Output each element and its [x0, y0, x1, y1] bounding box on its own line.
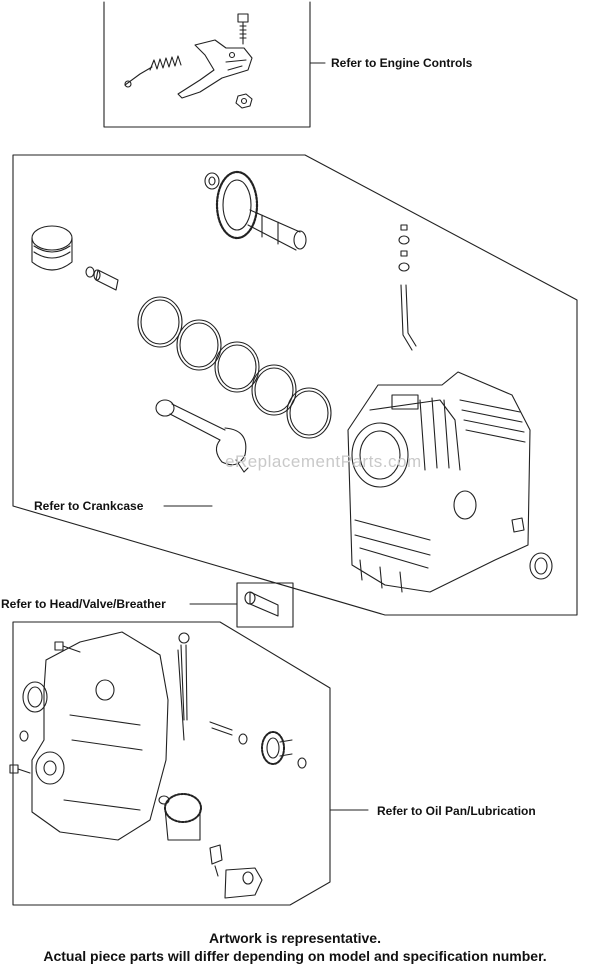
pin-clip-part	[85, 266, 95, 278]
governor-gear-part	[158, 793, 202, 841]
crankcase-group[interactable]	[12, 154, 578, 616]
head-valve-breather-frame	[236, 582, 294, 628]
engine-controls-group[interactable]	[103, 1, 326, 128]
governor-lever-part	[177, 39, 253, 99]
oil-seal-part	[22, 681, 48, 713]
connecting-rod-part	[155, 399, 249, 473]
dipstick-part	[177, 632, 190, 741]
dowel-part	[19, 730, 29, 742]
piston-rings-part	[137, 296, 332, 439]
head-valve-breather-group[interactable]	[189, 582, 294, 628]
callout-crankcase[interactable]: Refer to Crankcase	[34, 499, 144, 513]
bolt-part	[237, 13, 249, 45]
oil-pickup-part	[209, 844, 263, 899]
dipstick-tube-part	[398, 224, 417, 351]
oil-pump-gear-part	[261, 731, 293, 765]
oil-pan-frame	[12, 621, 331, 906]
governor-spring-part	[124, 55, 182, 88]
crankcase-block-part	[347, 371, 531, 593]
camshaft-part	[215, 170, 307, 251]
shaft-part	[209, 721, 233, 736]
piston-part	[31, 225, 73, 271]
oil-seal-part	[529, 552, 553, 580]
bolt-part	[54, 641, 81, 653]
washer-part	[204, 172, 220, 190]
breather-part	[244, 591, 279, 617]
oil-pan-group[interactable]	[9, 621, 369, 906]
bolt-part	[9, 764, 31, 774]
oil-pan-cover-part	[31, 631, 169, 841]
watermark-text: eReplacementParts.com	[225, 452, 422, 471]
crankcase-frame	[12, 154, 578, 616]
callout-head-valve-breather[interactable]: Refer to Head/Valve/Breather	[1, 597, 166, 611]
washer-part	[297, 757, 307, 769]
engine-controls-frame	[103, 1, 311, 128]
callout-engine-controls[interactable]: Refer to Engine Controls	[331, 56, 473, 70]
fitting-part	[511, 517, 525, 533]
nut-part	[235, 93, 253, 109]
piston-pin-part	[93, 269, 119, 291]
callout-oil-pan-lubrication[interactable]: Refer to Oil Pan/Lubrication	[377, 804, 536, 818]
footer-line-1: Artwork is representative.	[209, 930, 381, 946]
footer-line-2: Actual piece parts will differ depending…	[43, 948, 547, 964]
washer-part	[238, 733, 248, 745]
